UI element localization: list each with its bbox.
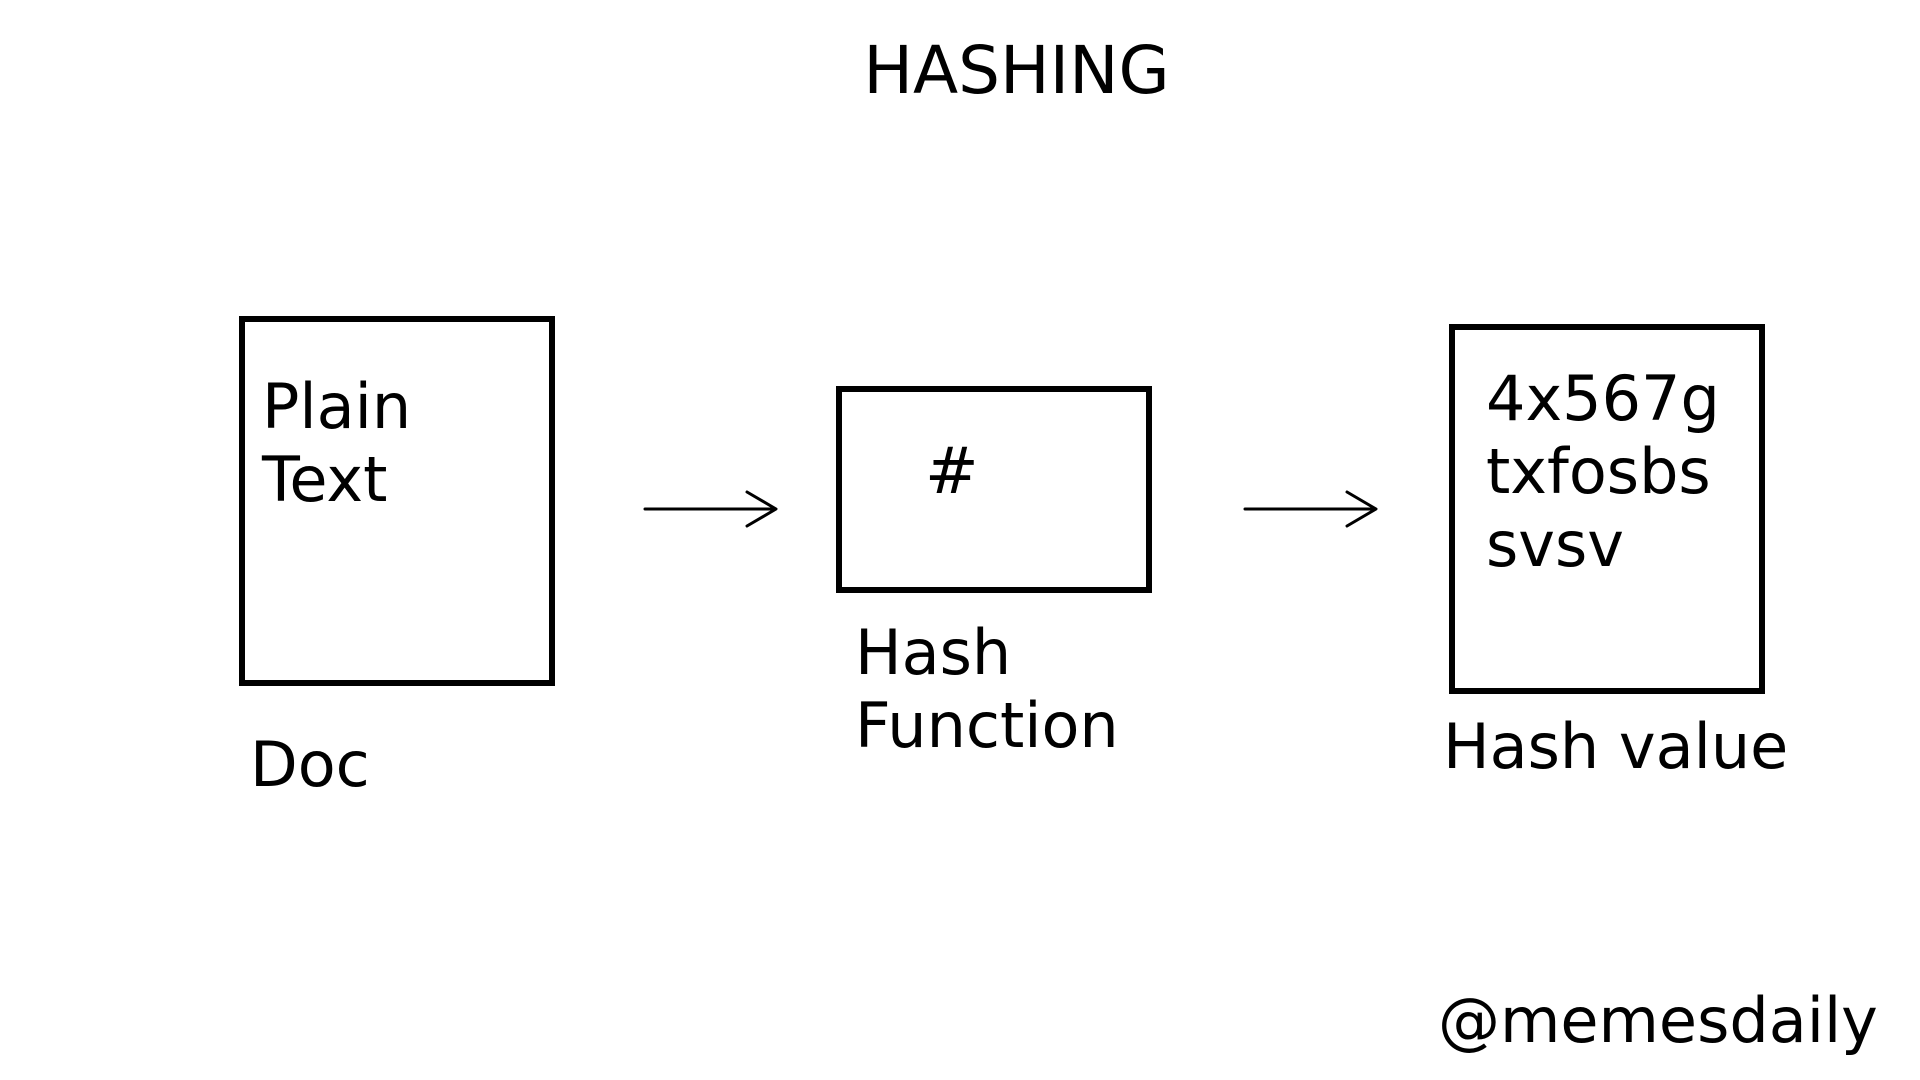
hash-function-label-line-1: Hash — [855, 616, 1012, 689]
doc-box-line-1: Plain — [262, 370, 412, 443]
diagram-title: HASHING — [863, 32, 1170, 109]
hash-value-label: Hash value — [1443, 710, 1789, 783]
hash-value-line-1: 4x567g — [1486, 362, 1720, 435]
arrow-hash-to-value — [1243, 490, 1378, 528]
hash-function-box: # — [836, 386, 1152, 593]
doc-box-line-2: Text — [262, 443, 388, 516]
hash-value-line-3: svsv — [1486, 508, 1624, 581]
hash-value-box: 4x567g txfosbs svsv — [1449, 324, 1765, 694]
doc-box: Plain Text — [239, 316, 555, 686]
doc-box-text: Plain Text — [262, 370, 411, 516]
hash-function-label: Hash Function — [855, 616, 1119, 762]
arrow-doc-to-hash — [643, 490, 778, 528]
doc-label: Doc — [250, 728, 370, 801]
hash-value-text: 4x567g txfosbs svsv — [1486, 362, 1720, 581]
hash-value-line-2: txfosbs — [1486, 435, 1711, 508]
watermark: @memesdaily — [1438, 984, 1878, 1057]
hash-symbol: # — [925, 435, 979, 509]
hash-function-label-line-2: Function — [855, 689, 1119, 762]
